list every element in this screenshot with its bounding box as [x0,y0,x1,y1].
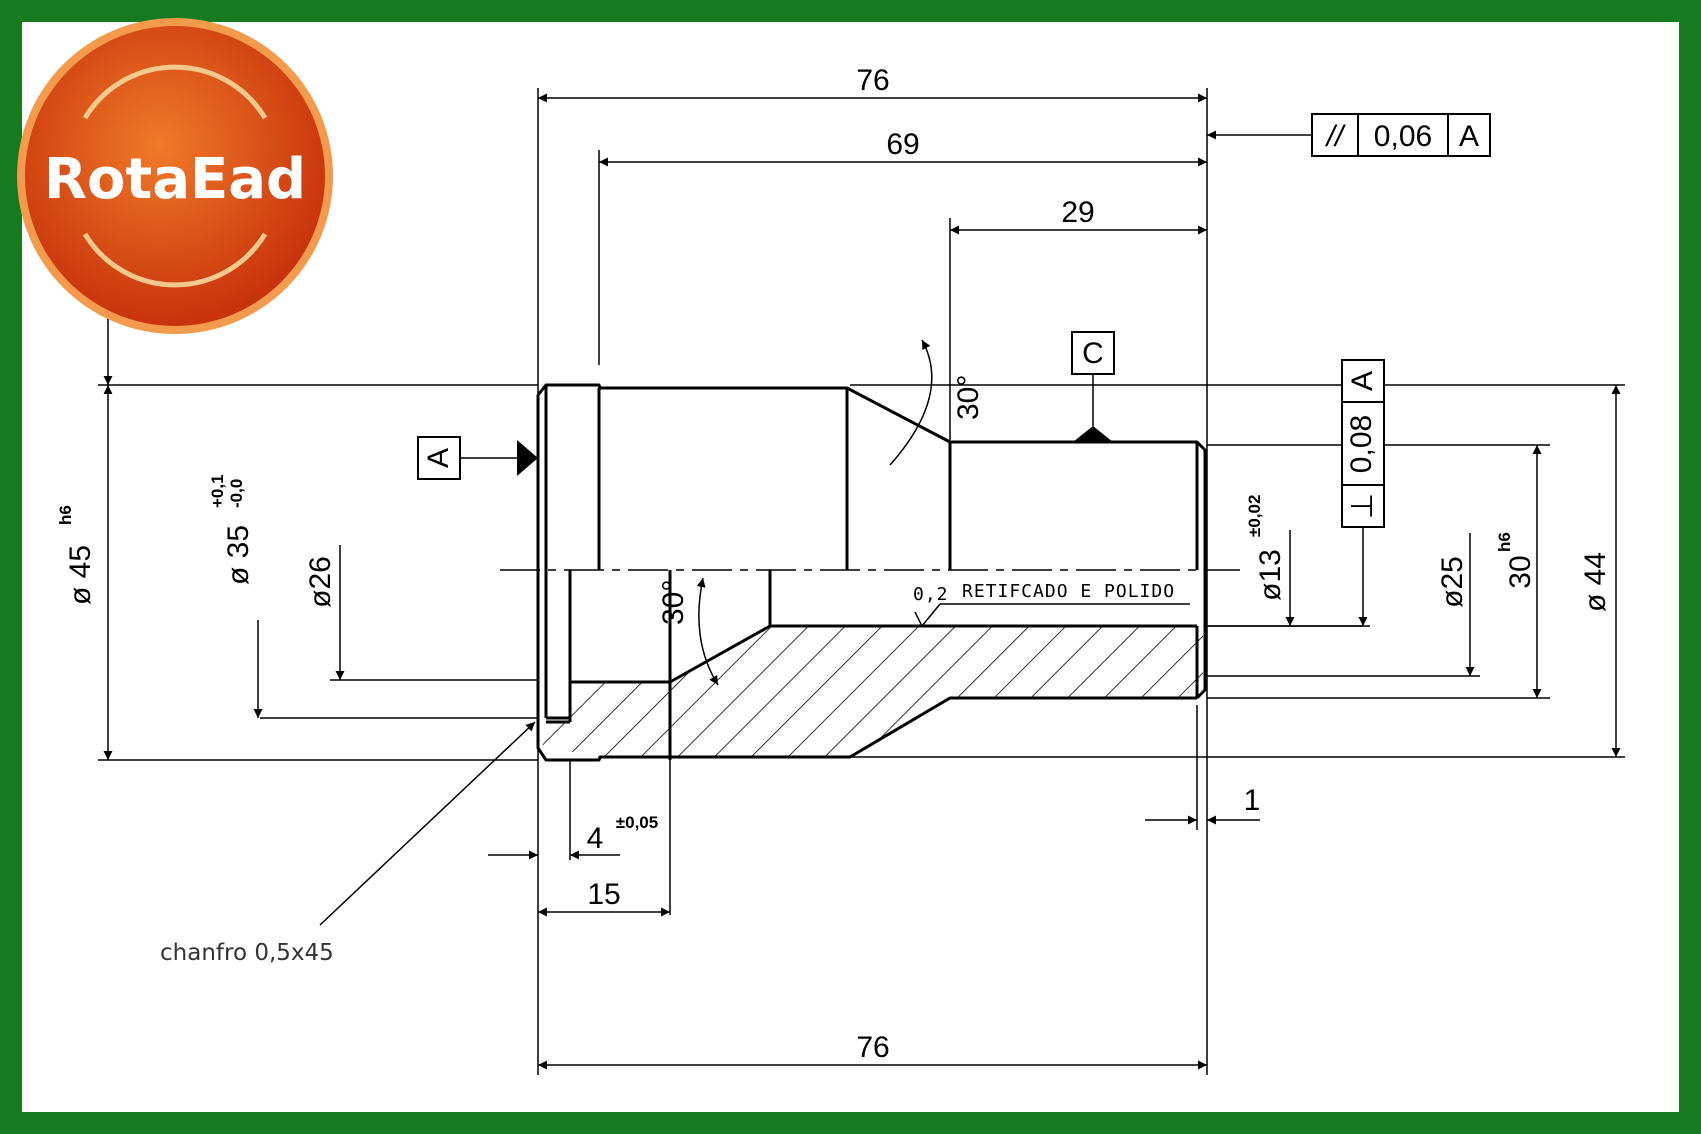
dia35-label: ø 35 +0,1 -0,0 [208,474,255,585]
chamfer-note: chanfro 0,5x45 [160,940,334,966]
gdt-parallelism-frame: // 0,06 A [1311,113,1491,157]
dia35-tol-low: -0,0 [227,479,246,508]
dia35-tol-up: +0,1 [208,474,227,508]
datum-c-label: C [1082,337,1104,370]
dim-69: 69 [886,128,919,161]
angle-30-top: 30° [952,375,985,420]
surface-note: RETIFCADO E POLIDO [962,581,1175,602]
dia30-label: 30 h6 [1495,532,1537,589]
dia45-tol: h6 [56,505,75,525]
perp-symbol: ⊥ [1346,493,1379,519]
rotaead-logo: RotaEad [17,18,333,334]
gdt-perpendicularity-frame: A 0,08 ⊥ [1341,359,1385,528]
surface-finish-note: 0,2 RETIFCADO E POLIDO [913,581,1190,627]
logo-text: RotaEad [44,147,306,212]
datum-c: C [1071,331,1115,442]
parallel-datum: A [1459,120,1479,153]
parallel-symbol: // [1325,120,1346,153]
dia26-text: ø26 [304,556,337,608]
parallel-value: 0,06 [1374,120,1432,153]
datum-a-label: A [422,448,455,468]
dim-15: 15 [587,878,620,911]
roughness-value: 0,2 [913,584,949,605]
dim-1: 1 [1244,784,1261,817]
dim-76-top: 76 [856,64,889,97]
datum-a: A [417,436,538,480]
dia35-text: ø 35 [222,525,255,585]
dia13-text: ø13 [1254,549,1287,601]
dim-29: 29 [1061,196,1094,229]
dim-4-tol: ±0,05 [616,813,658,832]
section-hatch [542,626,1203,757]
dia30-tol: h6 [1495,532,1514,552]
dia45-text: ø 45 [64,545,97,605]
dim-76-bottom: 76 [856,1031,889,1064]
dia13-label: ø13 ±0,02 [1245,495,1287,601]
dia30-text: 30 [1504,555,1537,588]
dia45-label: ø 45 h6 [56,505,97,605]
angle-30-inner: 30° [657,580,690,625]
dia13-tol: ±0,02 [1245,495,1264,537]
part-outline [536,383,1207,762]
dim-4: 4 [587,822,604,855]
dia25-text: ø25 [1436,556,1469,608]
perp-value: 0,08 [1345,415,1378,473]
perp-datum: A [1346,371,1379,391]
dia44-text: ø 44 [1579,552,1612,612]
